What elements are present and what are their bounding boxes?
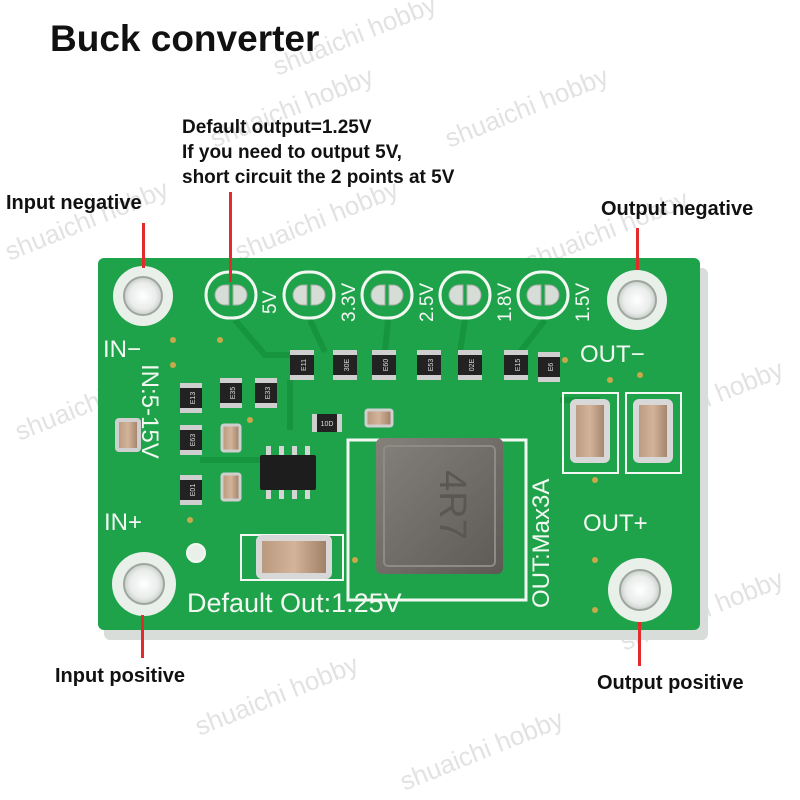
label-output-negative: Output negative	[601, 198, 754, 220]
mounting-hole-input-negative	[113, 266, 173, 326]
pointer-input-positive	[141, 615, 144, 658]
via	[186, 543, 206, 563]
resistor-code: E15	[515, 359, 522, 372]
resistor-code: 02E	[469, 358, 476, 371]
input-capacitor	[240, 534, 344, 581]
pad-label-1v8: 1.8V	[495, 283, 516, 322]
pointer-output-positive	[638, 622, 641, 666]
resistor-code: E53	[428, 359, 435, 372]
ic-chip	[260, 446, 316, 499]
pointer-5v-pad	[229, 192, 232, 282]
silk-in-range: IN:5-15V	[136, 364, 163, 459]
resistor-code: E60	[383, 359, 390, 372]
resistor-row: E11 30E E60 E53 02E E15 E6	[290, 350, 560, 382]
default-output-note: Default output=1.25V If you need to outp…	[182, 115, 454, 190]
inductor-marking: 4R7	[431, 470, 473, 540]
voltage-select-pads	[204, 270, 570, 320]
small-capacitors	[115, 408, 394, 502]
mounting-hole-output-positive	[608, 558, 672, 622]
resistor-code: 10D	[321, 421, 334, 428]
pad-label-5v: 5V	[260, 290, 281, 314]
note-line: If you need to output 5V,	[182, 142, 402, 163]
resistor-code: 30E	[344, 358, 351, 371]
silk-out-max: OUT:Max3A	[528, 479, 555, 608]
mounting-hole-output-negative	[607, 270, 667, 330]
resistor-code: E6	[548, 363, 555, 372]
left-resistor-group: E13 E35 E33 E63 E01 10D	[180, 378, 342, 505]
resistor-code: E11	[301, 359, 308, 371]
label-output-positive: Output positive	[597, 672, 744, 694]
label-input-positive: Input positive	[55, 665, 185, 687]
note-line: Default output=1.25V	[182, 117, 372, 138]
vias	[170, 337, 643, 613]
pad-label-3v3: 3.3V	[339, 283, 360, 322]
inductor: 4R7	[376, 438, 503, 574]
pointer-output-negative	[636, 228, 639, 270]
resistor-code: E63	[190, 434, 197, 447]
resistor-code: E01	[190, 484, 197, 497]
resistor-code: E33	[265, 387, 272, 400]
silk-default-out: Default Out:1.25V	[187, 588, 402, 618]
mounting-hole-input-positive	[112, 552, 176, 616]
silk-out-plus: OUT+	[583, 510, 648, 537]
silk-in-plus: IN+	[104, 509, 142, 536]
silk-out-minus: OUT−	[580, 341, 645, 368]
output-capacitors	[562, 392, 682, 474]
page-title: Buck converter	[50, 18, 320, 59]
silk-in-minus: IN−	[103, 336, 141, 363]
pointer-input-negative	[142, 223, 145, 268]
label-input-negative: Input negative	[6, 192, 142, 214]
note-line: short circuit the 2 points at 5V	[182, 167, 455, 188]
pad-label-2v5: 2.5V	[417, 283, 438, 322]
solder-pad-pairs	[214, 284, 560, 306]
pad-label-1v5: 1.5V	[573, 283, 594, 322]
resistor-code: E35	[230, 387, 237, 400]
resistor-code: E13	[190, 392, 197, 405]
